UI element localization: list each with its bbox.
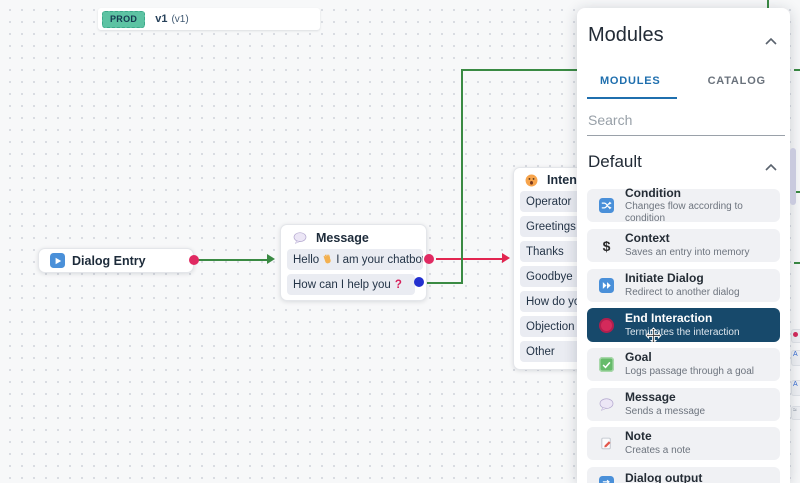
node-fragment: A xyxy=(791,380,800,396)
output-port[interactable] xyxy=(189,255,199,265)
module-title: End Interaction xyxy=(625,310,713,325)
intent-row[interactable]: Objection xyxy=(520,316,582,337)
edge-message-elbow-h2 xyxy=(461,69,578,71)
modules-panel: Modules MODULES CATALOG Default Conditio… xyxy=(577,8,790,483)
node-fragment: ≈ xyxy=(791,406,800,420)
module-title: Dialog output xyxy=(625,471,703,483)
edge-message-to-intents xyxy=(436,258,502,260)
row-text: How can I help you xyxy=(293,278,391,291)
panel-scrollbar-thumb[interactable] xyxy=(790,148,796,205)
shuffle-icon xyxy=(599,198,614,213)
dialog-entry-node[interactable]: Dialog Entry xyxy=(38,248,194,273)
face-emoji xyxy=(525,174,538,187)
question-mark: ? xyxy=(394,278,402,291)
module-subtitle: Terminates the interaction xyxy=(625,326,740,338)
chevron-up-icon[interactable] xyxy=(765,158,777,176)
check-icon xyxy=(599,357,614,372)
node-fragment xyxy=(791,329,800,343)
edge-fragment xyxy=(767,0,769,8)
edge-entry-to-message xyxy=(197,259,267,261)
output-port[interactable] xyxy=(414,277,424,287)
search-input[interactable] xyxy=(587,108,785,136)
intent-row[interactable]: Operator xyxy=(520,191,582,212)
tab-modules[interactable]: MODULES xyxy=(577,66,684,99)
edge-fragment xyxy=(794,191,800,193)
intent-row[interactable]: Other xyxy=(520,341,582,362)
module-title: Note xyxy=(625,429,652,444)
intent-row[interactable]: How do you xyxy=(520,291,582,312)
intent-row[interactable]: Thanks xyxy=(520,241,582,262)
intent-label: Greetings xyxy=(526,220,576,233)
module-subtitle: Creates a note xyxy=(625,445,691,457)
module-item-dialog-output[interactable]: Dialog output xyxy=(587,467,780,483)
intent-label: Other xyxy=(526,345,555,358)
module-title: Goal xyxy=(625,350,652,365)
output-port[interactable] xyxy=(424,254,434,264)
environment-badge: PROD xyxy=(102,10,146,28)
module-title: Context xyxy=(625,231,670,246)
panel-tabs: MODULES CATALOG xyxy=(577,66,790,99)
node-title: Message xyxy=(316,231,369,245)
edge-arrowhead xyxy=(267,254,275,264)
version-label: v1 xyxy=(155,13,168,25)
module-subtitle: Redirect to another dialog xyxy=(625,287,740,299)
section-title: Default xyxy=(588,152,642,171)
edge-arrowhead xyxy=(502,253,510,263)
note-icon xyxy=(599,436,614,451)
intent-row[interactable]: Greetings xyxy=(520,216,582,237)
node-fragment: A xyxy=(791,350,800,366)
edge-fragment xyxy=(794,262,800,264)
fast-forward-icon xyxy=(599,278,614,293)
module-subtitle: Logs passage through a goal xyxy=(625,366,754,378)
dollar-icon: $ xyxy=(602,237,611,254)
intent-label: How do you xyxy=(526,295,582,308)
message-row-help[interactable]: How can I help you ? xyxy=(287,274,415,295)
speech-bubble-icon xyxy=(293,232,307,244)
version-sub-label: (v1) xyxy=(171,13,189,25)
panel-title: Modules xyxy=(588,24,664,46)
intents-node[interactable]: Intents Operator Greetings Thanks Goodby… xyxy=(513,167,588,370)
module-subtitle: Sends a message xyxy=(625,406,706,418)
intent-label: Thanks xyxy=(526,245,564,258)
speech-bubble-icon xyxy=(599,397,614,412)
message-node[interactable]: Message Hello I am your chatbot ... How … xyxy=(280,224,427,301)
dialog-output-icon xyxy=(599,476,614,483)
edge-fragment xyxy=(794,69,800,71)
intent-row[interactable]: Goodbye xyxy=(520,266,582,287)
message-row-hello[interactable]: Hello I am your chatbot ... xyxy=(287,249,423,270)
module-subtitle: Changes flow according to condition xyxy=(625,201,743,224)
intent-label: Objection xyxy=(526,320,575,333)
edge-message-elbow-h1 xyxy=(424,282,463,284)
wave-emoji xyxy=(322,254,333,265)
module-title: Condition xyxy=(625,185,681,200)
module-subtitle: Saves an entry into memory xyxy=(625,247,750,259)
row-text: I am your chatbot xyxy=(336,253,423,266)
version-bar[interactable]: PROD v1 (v1) xyxy=(98,8,320,30)
row-text: Hello xyxy=(293,253,320,266)
intent-label: Operator xyxy=(526,195,572,208)
intent-label: Goodbye xyxy=(526,270,573,283)
edge-message-elbow-v xyxy=(461,70,463,284)
node-title: Dialog Entry xyxy=(72,253,146,268)
chevron-up-icon[interactable] xyxy=(765,32,777,50)
module-title: Initiate Dialog xyxy=(625,271,704,286)
stop-circle-icon xyxy=(599,317,614,333)
tab-catalog[interactable]: CATALOG xyxy=(707,75,766,87)
module-title: Message xyxy=(625,390,676,405)
play-icon xyxy=(50,253,65,268)
